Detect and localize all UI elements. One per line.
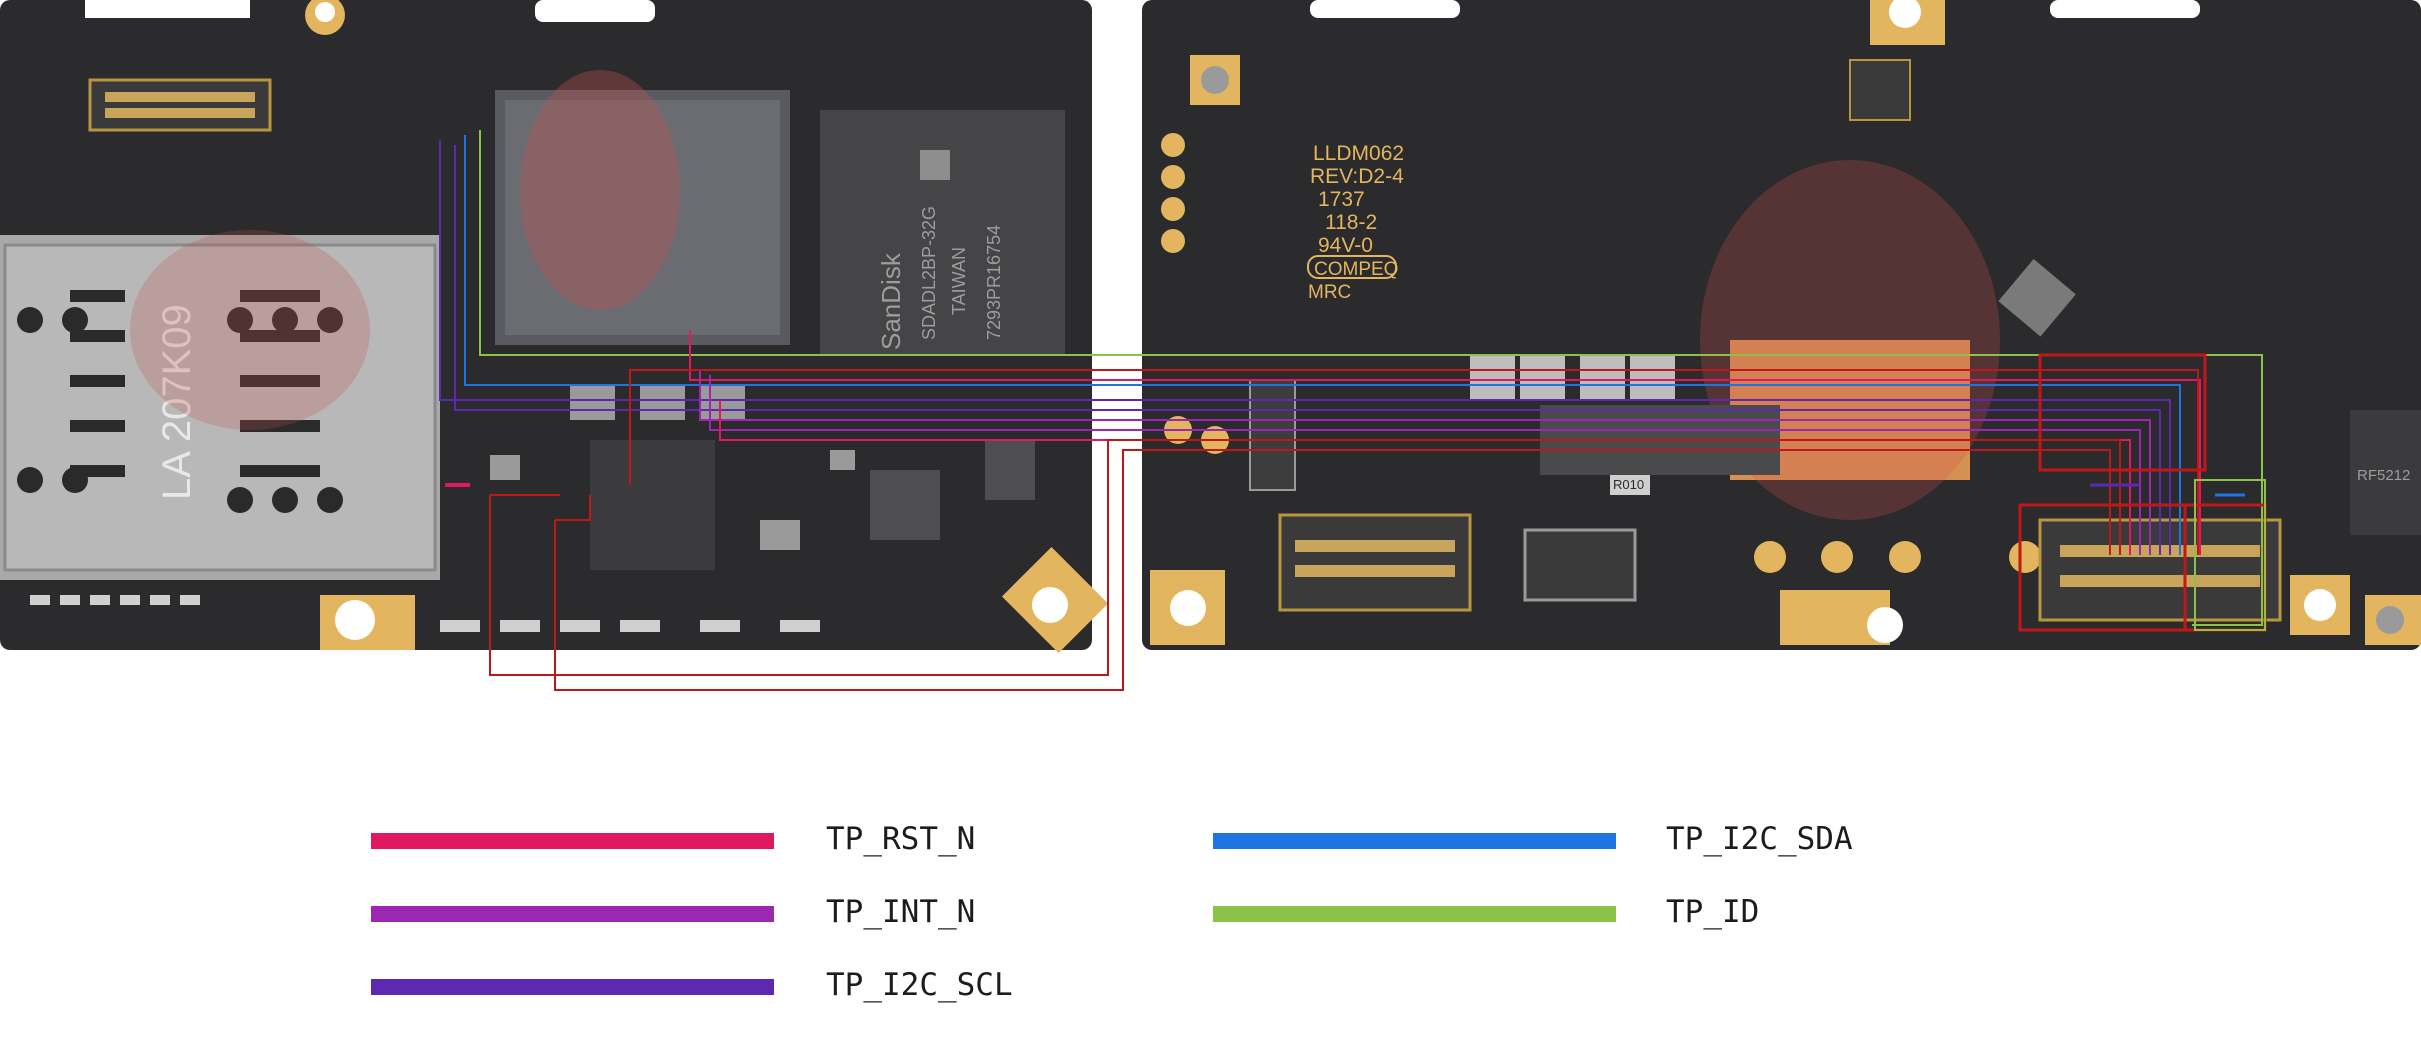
pmic-chip <box>590 440 715 570</box>
fpc-connector-bottom <box>1278 513 1472 612</box>
flash-origin: TAIWAN <box>949 247 969 315</box>
rf-chip-code: RF5212 <box>2357 467 2410 484</box>
fpc-connector-left <box>88 78 272 132</box>
legend-swatch-tp-rst-n <box>371 833 774 849</box>
legend-label-tp-id: TP_ID <box>1666 894 1760 930</box>
traces <box>439 130 2267 691</box>
right-board: LLDM062 REV:D2-4 1737 118-2 94V-0 COMPEQ… <box>1142 0 2421 650</box>
silk-line4: 118-2 <box>1325 211 1377 234</box>
legend-label-tp-int-n: TP_INT_N <box>826 894 976 930</box>
flash-brand: SanDisk <box>876 252 906 350</box>
legend-swatch-tp-id <box>1213 906 1616 922</box>
legend-label-tp-i2c-sda: TP_I2C_SDA <box>1666 821 1853 857</box>
left-board: LA 207K09 SanDisk SDADL2BP-32G TAIWAN 72… <box>0 0 1142 654</box>
flash-chip <box>820 110 1065 355</box>
legend-swatch-tp-int-n <box>371 906 774 922</box>
legend-swatch-tp-i2c-scl <box>371 979 774 995</box>
flash-code: 7293PR16754 <box>984 225 1004 340</box>
mounting-holes-left <box>305 0 1109 654</box>
legend-swatch-tp-i2c-sda <box>1213 833 1616 849</box>
sim-contacts <box>17 290 343 513</box>
silk-line5: 94V-0 <box>1318 234 1373 257</box>
pcb-diagram: LA 207K09 SanDisk SDADL2BP-32G TAIWAN 72… <box>0 0 2421 691</box>
rf-chip <box>2350 410 2421 535</box>
silk-line3: 1737 <box>1318 188 1365 211</box>
mounting-holes-right <box>1150 0 2350 645</box>
resistor-code: R010 <box>1613 477 1644 492</box>
sim-tray-code: LA 207K09 <box>155 304 199 500</box>
silk-line7: MRC <box>1308 282 1351 303</box>
silk-line6: COMPEQ <box>1314 259 1398 280</box>
antenna-connectors <box>1190 55 2421 645</box>
flash-part: SDADL2BP-32G <box>919 206 939 340</box>
battery-connector <box>1523 528 1637 602</box>
silk-line2: REV:D2-4 <box>1310 165 1404 188</box>
legend-label-tp-i2c-scl: TP_I2C_SCL <box>826 967 1013 1003</box>
legend-label-tp-rst-n: TP_RST_N <box>826 821 976 857</box>
silk-line1: LLDM062 <box>1313 142 1404 165</box>
